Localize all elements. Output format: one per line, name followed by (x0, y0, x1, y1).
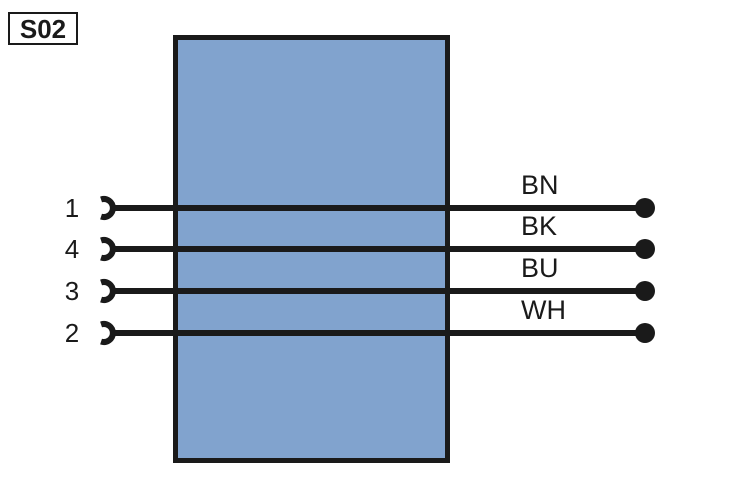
wire-label-wh: WH (521, 295, 566, 325)
terminal-dot-icon (635, 239, 655, 259)
tag-box: S02 (8, 12, 78, 45)
wire-connection (100, 196, 655, 220)
terminal-dot-icon (635, 323, 655, 343)
wire-label-bn: BN (521, 170, 559, 200)
terminal-dot-icon (635, 198, 655, 218)
socket-arc-icon (100, 196, 116, 220)
pin-number-3: 3 (64, 276, 80, 306)
wire-connection (100, 321, 655, 345)
wire-label-bu: BU (521, 253, 559, 283)
socket-arc-icon (100, 279, 116, 303)
pin-number-4: 4 (64, 234, 80, 264)
wire-label-bk: BK (521, 211, 558, 241)
tag-box-label: S02 (19, 13, 67, 44)
pin-number-2: 2 (64, 318, 80, 348)
wire-connection (100, 279, 655, 303)
socket-arc-icon (100, 237, 116, 261)
terminal-dot-icon (635, 281, 655, 301)
pin-number-1: 1 (64, 193, 80, 223)
wires-group (100, 196, 655, 345)
socket-arc-icon (100, 321, 116, 345)
wire-connection (100, 237, 655, 261)
